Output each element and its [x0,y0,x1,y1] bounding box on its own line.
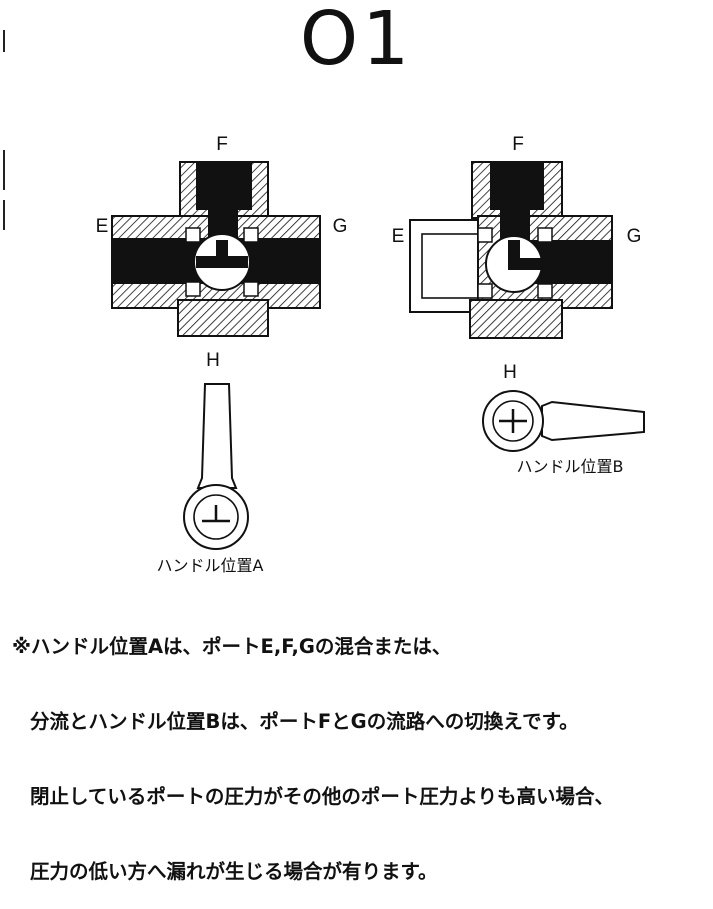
valve-b-seal [477,227,493,243]
valve-b-caption: ハンドル位置B [517,457,624,476]
valve-a-port-e-label: E [96,216,109,237]
valve-b-port-e-label: E [392,226,405,247]
valve-a-seal [185,227,201,243]
valve-b-seal [537,283,553,299]
note-line: 圧力の低い方へ漏れが生じる場合が有ります。 [30,860,438,883]
note-text: ※ハンドル位置Aは、ポートE,F,Gの混合または、 分流とハンドル位置Bは、ポー… [12,584,712,909]
valve-a-caption: ハンドル位置A [157,556,264,575]
valve-b: F E G H ハンドル位置B [392,134,645,476]
valve-b-handle-indicator [499,409,527,433]
note-line: ※ハンドル位置Aは、ポートE,F,Gの混合または、 [12,635,452,658]
valve-b-port-e-bore [421,233,481,299]
valve-a-handle-label: H [206,350,220,371]
valve-a-ball-channel [196,240,248,268]
valve-b-port-f-bore [490,162,544,210]
scan-edge-mark [3,150,5,190]
note-line: 閉止しているポートの圧力がその他のポート圧力よりも高い場合、 [30,785,615,808]
valve-b-seal [477,283,493,299]
valve-a: F E G H ハンドル位置A [96,134,348,575]
valve-b-port-f-label: F [512,134,524,155]
valve-b-port-g-label: G [627,226,642,247]
valve-b-handle-label: H [503,362,517,383]
valve-a-seal [185,281,201,297]
valve-diagram: F E G H ハンドル位置A [96,134,645,575]
valve-a-port-f-bore [196,162,252,210]
valve-a-port-g-label: G [333,216,348,237]
valve-a-seal [243,281,259,297]
scan-edge-mark [3,200,5,230]
valve-a-port-f-label: F [216,134,228,155]
valve-a-stem-housing [177,299,269,337]
valve-b-seal [537,227,553,243]
page-title: O1 [299,0,414,82]
valve-a-handle-indicator [202,505,230,523]
valve-b-ball-channel [508,240,542,270]
valve-b-stem-housing [469,299,563,339]
valve-b-handle [482,390,645,452]
valve-a-seal [243,227,259,243]
scan-edge-mark [3,30,5,52]
valve-a-handle [183,383,249,550]
